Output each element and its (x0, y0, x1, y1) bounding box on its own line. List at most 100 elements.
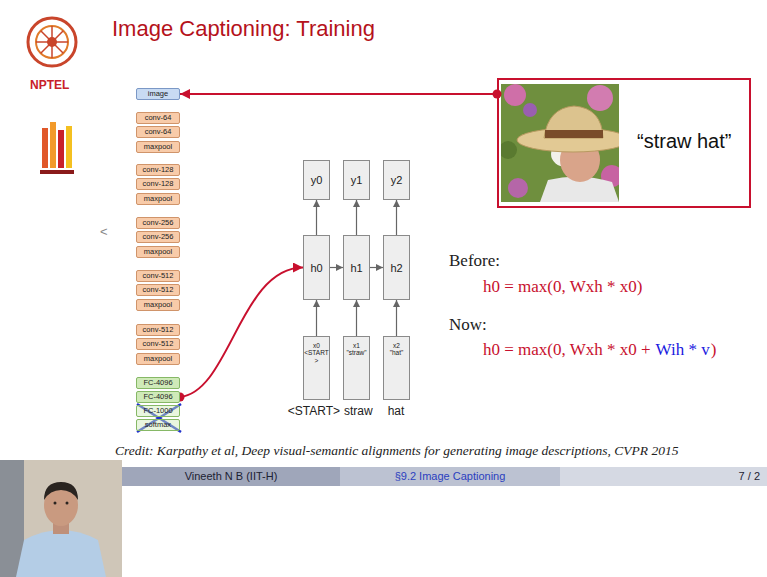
conv-layer-box: conv-128 (136, 164, 180, 176)
connector (180, 268, 303, 398)
flower (523, 103, 537, 117)
node-text: h0 (310, 262, 322, 274)
speaker-eye (66, 502, 69, 505)
webcam-wall (0, 460, 122, 577)
hat-band (545, 130, 603, 138)
removed-layer-box: FC-1000 (136, 405, 180, 417)
equation-heading: Before: (449, 251, 500, 271)
hidden-state-box: h0 (303, 235, 330, 300)
footer-author: Vineeth N B (IIT-H) (185, 470, 278, 482)
connector (356, 200, 357, 235)
logo-ring (28, 18, 76, 66)
node-text: y0 (311, 174, 323, 186)
connector (396, 200, 397, 235)
connector (330, 267, 343, 268)
nptel-logo (28, 18, 76, 66)
speaker-eye (54, 502, 57, 505)
flower (587, 85, 613, 111)
node-text: conv-512 (143, 326, 174, 334)
footer-segment (560, 467, 767, 486)
equation-term: Wih * v (656, 340, 710, 360)
input-box: x2"hat" (383, 336, 410, 400)
connector (316, 200, 317, 235)
node-text: FC-1000 (143, 407, 172, 415)
node-text: x2 (384, 342, 409, 349)
fc-layer-box: FC-4096 (136, 391, 180, 403)
flower (508, 178, 528, 198)
node-text: maxpool (144, 248, 172, 256)
conv-layer-box: conv-512 (136, 270, 180, 282)
token-label: <START> (288, 404, 340, 418)
conv-layer-box: conv-256 (136, 231, 180, 243)
hat-crown (544, 106, 603, 138)
logo-bar (50, 122, 56, 168)
pool-layer-box: maxpool (136, 193, 180, 205)
removed-layer-box: softmax (136, 419, 180, 431)
logo-base (40, 170, 74, 174)
flower (504, 84, 526, 106)
node-text: conv-64 (145, 114, 172, 122)
conv-layer-box: conv-512 (136, 338, 180, 350)
connector (180, 93, 497, 95)
node-text: "hat" (384, 349, 409, 356)
hat-brim (517, 128, 619, 152)
connector (356, 300, 357, 336)
conv-layer-box: conv-64 (136, 126, 180, 138)
conv-layer-box: conv-512 (136, 284, 180, 296)
node-text: conv-512 (143, 340, 174, 348)
leaves (501, 141, 517, 159)
logo-caption: NPTEL (30, 78, 69, 92)
node-text: h2 (390, 262, 402, 274)
node-text: softmax (145, 421, 171, 429)
cross-mark (137, 404, 181, 432)
token-label: straw (344, 404, 373, 418)
logo-bar (58, 130, 64, 168)
cross-line (137, 404, 181, 432)
node-text: conv-512 (143, 286, 174, 294)
credit-note: Credit: Karpathy et al, Deep visual-sema… (115, 443, 678, 459)
node-text: <START> (304, 349, 329, 364)
input-box: x0<START> (303, 336, 330, 400)
conv-layer-box: conv-512 (136, 324, 180, 336)
fc-layer-box: FC-4096 (136, 377, 180, 389)
node-text: maxpool (144, 143, 172, 151)
logo-ring (36, 26, 68, 58)
speaker-shirt (16, 530, 106, 577)
slide-title: Image Captioning: Training (112, 16, 375, 42)
speaker-hair (44, 482, 78, 500)
node-text: maxpool (144, 195, 172, 203)
node-text: FC-4096 (143, 379, 172, 387)
node-text: conv-128 (143, 180, 174, 188)
logo-hub (47, 37, 57, 47)
node-text: conv-256 (143, 233, 174, 241)
logo-bar (42, 128, 48, 168)
output-box: y1 (343, 160, 370, 200)
node-text: conv-128 (143, 166, 174, 174)
node-text: “straw hat” (637, 130, 731, 153)
node-text: conv-64 (145, 128, 172, 136)
equation: h0 = max(0, Wxh * x0 + (483, 340, 651, 360)
input-box: image (136, 88, 180, 100)
footer-section: §9.2 Image Captioning (395, 470, 506, 482)
output-box: y2 (383, 160, 410, 200)
photo (501, 84, 619, 202)
node-text: "straw" (344, 349, 369, 356)
node-text: y1 (351, 174, 363, 186)
equation-heading: Now: (449, 315, 487, 335)
footer-band (122, 467, 767, 486)
logo-bar (66, 126, 72, 168)
node-text: conv-256 (143, 219, 174, 227)
conv-layer-box: conv-128 (136, 178, 180, 190)
node-text: FC-4096 (143, 393, 172, 401)
node-text: y2 (391, 174, 403, 186)
node-text: image (148, 90, 168, 98)
node-text: maxpool (144, 355, 172, 363)
conv-layer-box: conv-256 (136, 217, 180, 229)
node-text: x0 (304, 342, 329, 349)
iith-logo (40, 122, 74, 174)
nav-symbol: < (100, 224, 108, 239)
input-box: x1"straw" (343, 336, 370, 400)
connector (396, 300, 397, 336)
conv-layer-box: conv-64 (136, 112, 180, 124)
logo-spoke (41, 31, 64, 54)
